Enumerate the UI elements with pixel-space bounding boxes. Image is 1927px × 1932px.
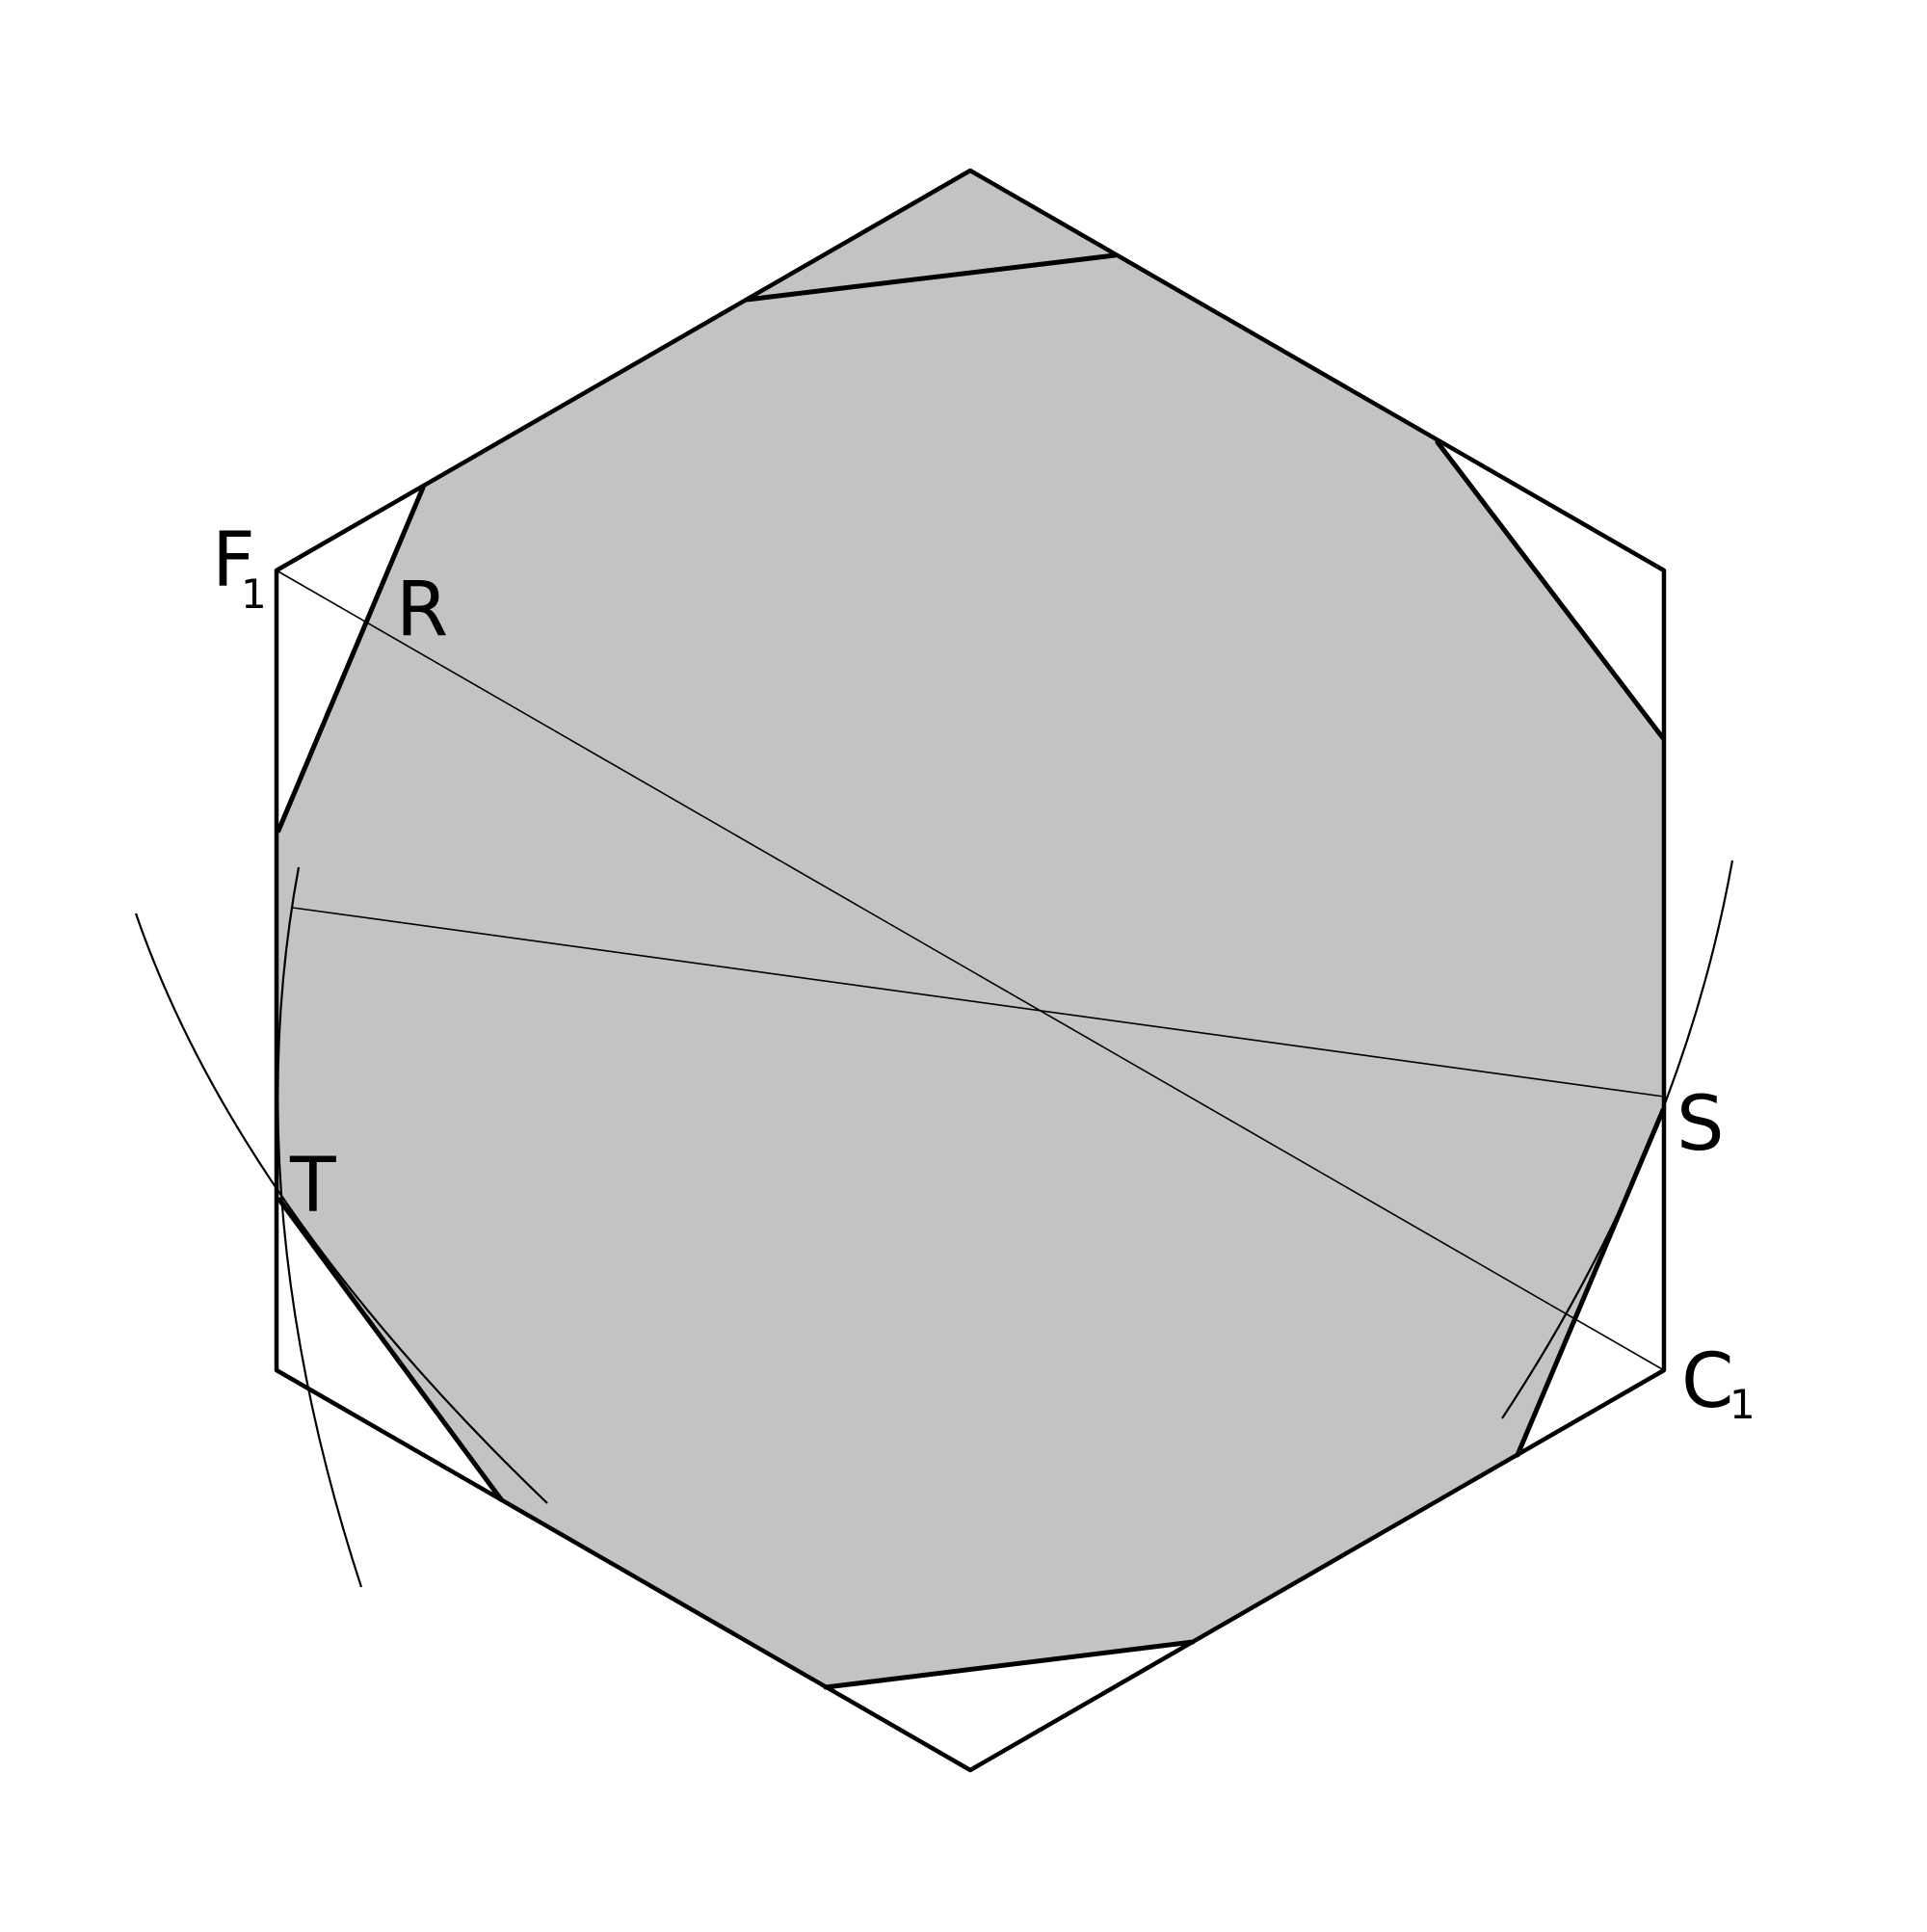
chord-to-s	[292, 907, 1665, 1098]
label-r: R	[396, 567, 448, 653]
cut-bottom	[823, 1639, 1196, 1690]
arc-right	[1501, 860, 1734, 1419]
cut-left-upper	[276, 485, 426, 834]
label-s: S	[1676, 1081, 1725, 1168]
label-c: C	[1681, 1338, 1733, 1425]
shaded-region	[278, 171, 1663, 1687]
label-f-subscript: 1	[241, 570, 267, 618]
label-c-subscript: 1	[1729, 1381, 1755, 1428]
arc-left-inner	[277, 866, 363, 1588]
cut-top-right	[1435, 439, 1666, 741]
diagonal-f1-c1	[276, 569, 1665, 1371]
label-t: T	[289, 1143, 336, 1230]
cut-bottom-left	[277, 1197, 504, 1502]
cut-top	[744, 252, 1118, 303]
label-f: F	[212, 517, 255, 604]
arc-left-outer	[134, 913, 548, 1504]
